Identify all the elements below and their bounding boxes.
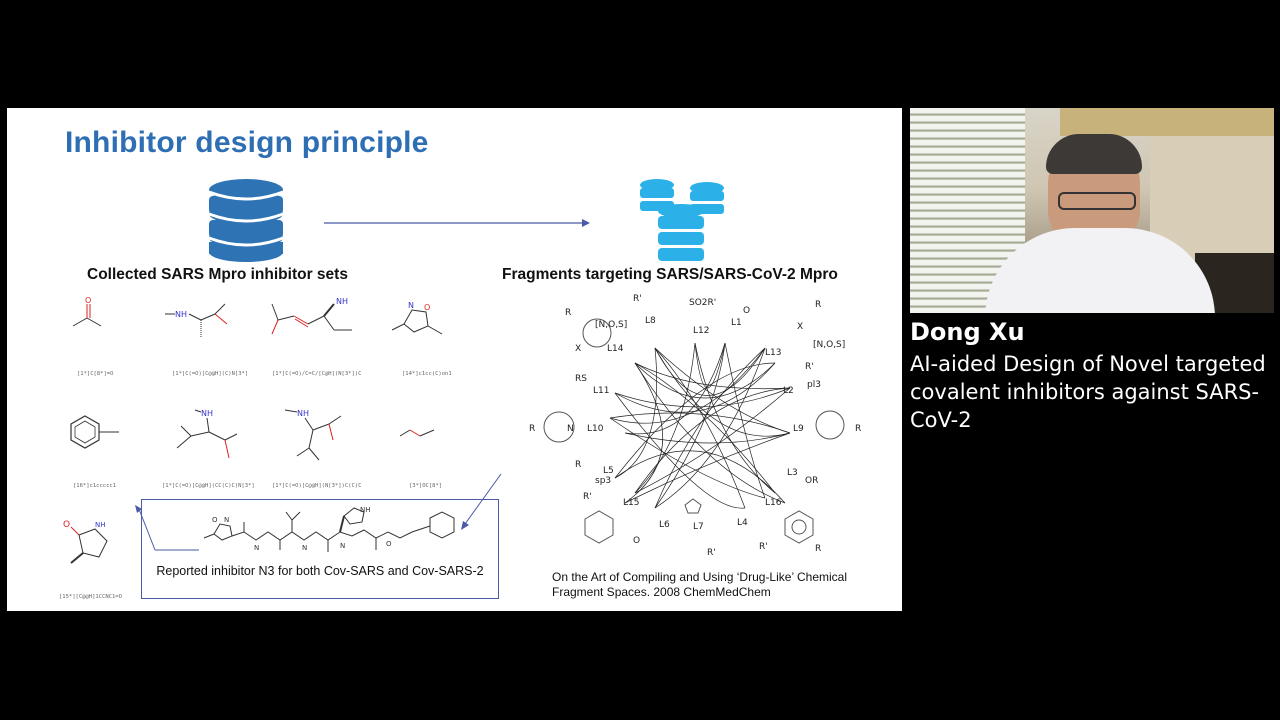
label-l15: L15 — [623, 498, 639, 508]
svg-text:O: O — [212, 516, 218, 524]
ceiling — [1060, 108, 1274, 136]
fragments-label: Fragments targeting SARS/SARS-CoV-2 Mpro — [502, 266, 838, 283]
label-pl3: pl3 — [807, 380, 821, 390]
smiles-1: [1*]C[8*]=O — [77, 371, 114, 377]
label-r2: R — [815, 300, 821, 310]
label-l16: L16 — [765, 498, 782, 508]
smiles-4: [14*]c1cc(C)on1 — [402, 371, 452, 377]
label-sp3: sp3 — [595, 476, 611, 486]
label-rs: RS — [575, 374, 587, 384]
inhibitor-n3-box: O N N N N NH O Reported inhibitor N3 for… — [141, 499, 499, 599]
label-l10: L10 — [587, 424, 604, 434]
inhibitor-n3-structure: O N N N N NH O — [203, 506, 455, 552]
fragment-molecule-1: O — [72, 296, 102, 327]
svg-text:NH: NH — [360, 506, 371, 514]
smiles-8: [3*]OC[8*] — [409, 483, 443, 489]
label-rp4: R' — [707, 548, 716, 558]
label-l9: L9 — [793, 424, 804, 434]
fragment-space-graph: R [N,O,S] L14 X R' L8 SO2R' L12 L1 O R X… — [529, 294, 861, 558]
svg-text:NH: NH — [201, 409, 213, 418]
svg-text:N: N — [224, 516, 229, 524]
label-o2: O — [633, 536, 640, 546]
label-x2: X — [797, 322, 803, 332]
transform-arrow — [324, 219, 590, 227]
svg-text:N: N — [408, 301, 414, 310]
label-nos2: [N,O,S] — [813, 340, 845, 350]
speaker-hair — [1046, 134, 1142, 174]
label-l8: L8 — [645, 316, 656, 326]
svg-text:NH: NH — [336, 297, 348, 306]
label-l7: L7 — [693, 522, 704, 532]
svg-text:N: N — [302, 544, 307, 552]
label-rp2: R' — [805, 362, 814, 372]
label-l6: L6 — [659, 520, 670, 530]
fragment-molecule-7: NH — [284, 409, 342, 461]
label-l11: L11 — [593, 386, 609, 396]
label-l5: L5 — [603, 466, 614, 476]
label-nos: [N,O,S] — [595, 320, 627, 330]
fragment-molecule-9: O NH — [63, 520, 108, 564]
label-rp: R' — [633, 294, 642, 304]
svg-text:O: O — [85, 296, 91, 305]
citation-line-1: On the Art of Compiling and Using ‘Drug-… — [552, 570, 848, 584]
label-r4: R — [855, 424, 861, 434]
smiles-7: [1*]C(=O)[C@@H](N[3*])C(C)C — [272, 483, 362, 489]
presentation-slide: Inhibitor design principle — [7, 108, 902, 611]
label-rp5: R' — [759, 542, 768, 552]
label-r6: R — [815, 544, 821, 554]
label-l2: L2 — [783, 386, 794, 396]
fragment-molecule-8 — [399, 429, 435, 437]
fragment-molecule-4: N O — [391, 301, 443, 335]
fragment-molecule-5 — [70, 415, 119, 449]
label-l1: L1 — [731, 318, 742, 328]
svg-text:O: O — [386, 540, 392, 548]
databases-icon — [640, 179, 724, 261]
svg-text:NH: NH — [175, 310, 187, 319]
citation-line-2: Fragment Spaces. 2008 ChemMedChem — [552, 585, 771, 599]
label-l14: L14 — [607, 344, 624, 354]
label-rp3: R' — [583, 492, 592, 502]
slide-title: Inhibitor design principle — [65, 126, 429, 159]
fragment-molecule-6: NH — [176, 409, 238, 459]
label-n: N — [567, 424, 574, 434]
smiles-6: [1*]C(=O)[C@@H](CC(C)C)N[3*] — [162, 483, 255, 489]
label-l3: L3 — [787, 468, 798, 478]
smiles-5: [16*]c1ccccc1 — [73, 483, 117, 489]
collected-sets-label: Collected SARS Mpro inhibitor sets — [87, 266, 348, 283]
fragment-molecule-3: NH — [271, 297, 352, 335]
label-l12: L12 — [693, 326, 709, 336]
label-o: O — [743, 306, 750, 316]
citation: On the Art of Compiling and Using ‘Drug-… — [552, 570, 892, 600]
glasses — [1058, 192, 1136, 210]
svg-text:O: O — [424, 303, 430, 312]
label-l13: L13 — [765, 348, 781, 358]
talk-title: AI-aided Design of Novel targeted covale… — [910, 352, 1266, 432]
smiles-9: [15*][C@@H]1CCNC1=O — [59, 594, 122, 600]
smiles-3: [1*]C(=O)/C=C/[C@H](N[3*])C — [272, 371, 362, 377]
label-l4: L4 — [737, 518, 748, 528]
smiles-2: [1*]C(=O)[C@@H](C)N[3*] — [172, 371, 249, 377]
svg-text:N: N — [340, 542, 345, 550]
label-r5: R — [575, 460, 581, 470]
svg-text:NH: NH — [95, 521, 106, 529]
svg-text:NH: NH — [297, 409, 309, 418]
speaker-name: Dong Xu — [910, 318, 1025, 346]
label-x: X — [575, 344, 581, 354]
database-icon — [208, 179, 284, 262]
fragment-molecule-2: NH — [165, 303, 228, 338]
label-r3: R — [529, 424, 535, 434]
label-or: OR — [805, 476, 818, 486]
label-so2r: SO2R' — [689, 298, 716, 308]
svg-text:N: N — [254, 544, 259, 552]
label-r: R — [565, 308, 571, 318]
svg-text:O: O — [63, 520, 70, 530]
inhibitor-caption: Reported inhibitor N3 for both Cov-SARS … — [156, 564, 484, 578]
speaker-video — [910, 108, 1274, 313]
